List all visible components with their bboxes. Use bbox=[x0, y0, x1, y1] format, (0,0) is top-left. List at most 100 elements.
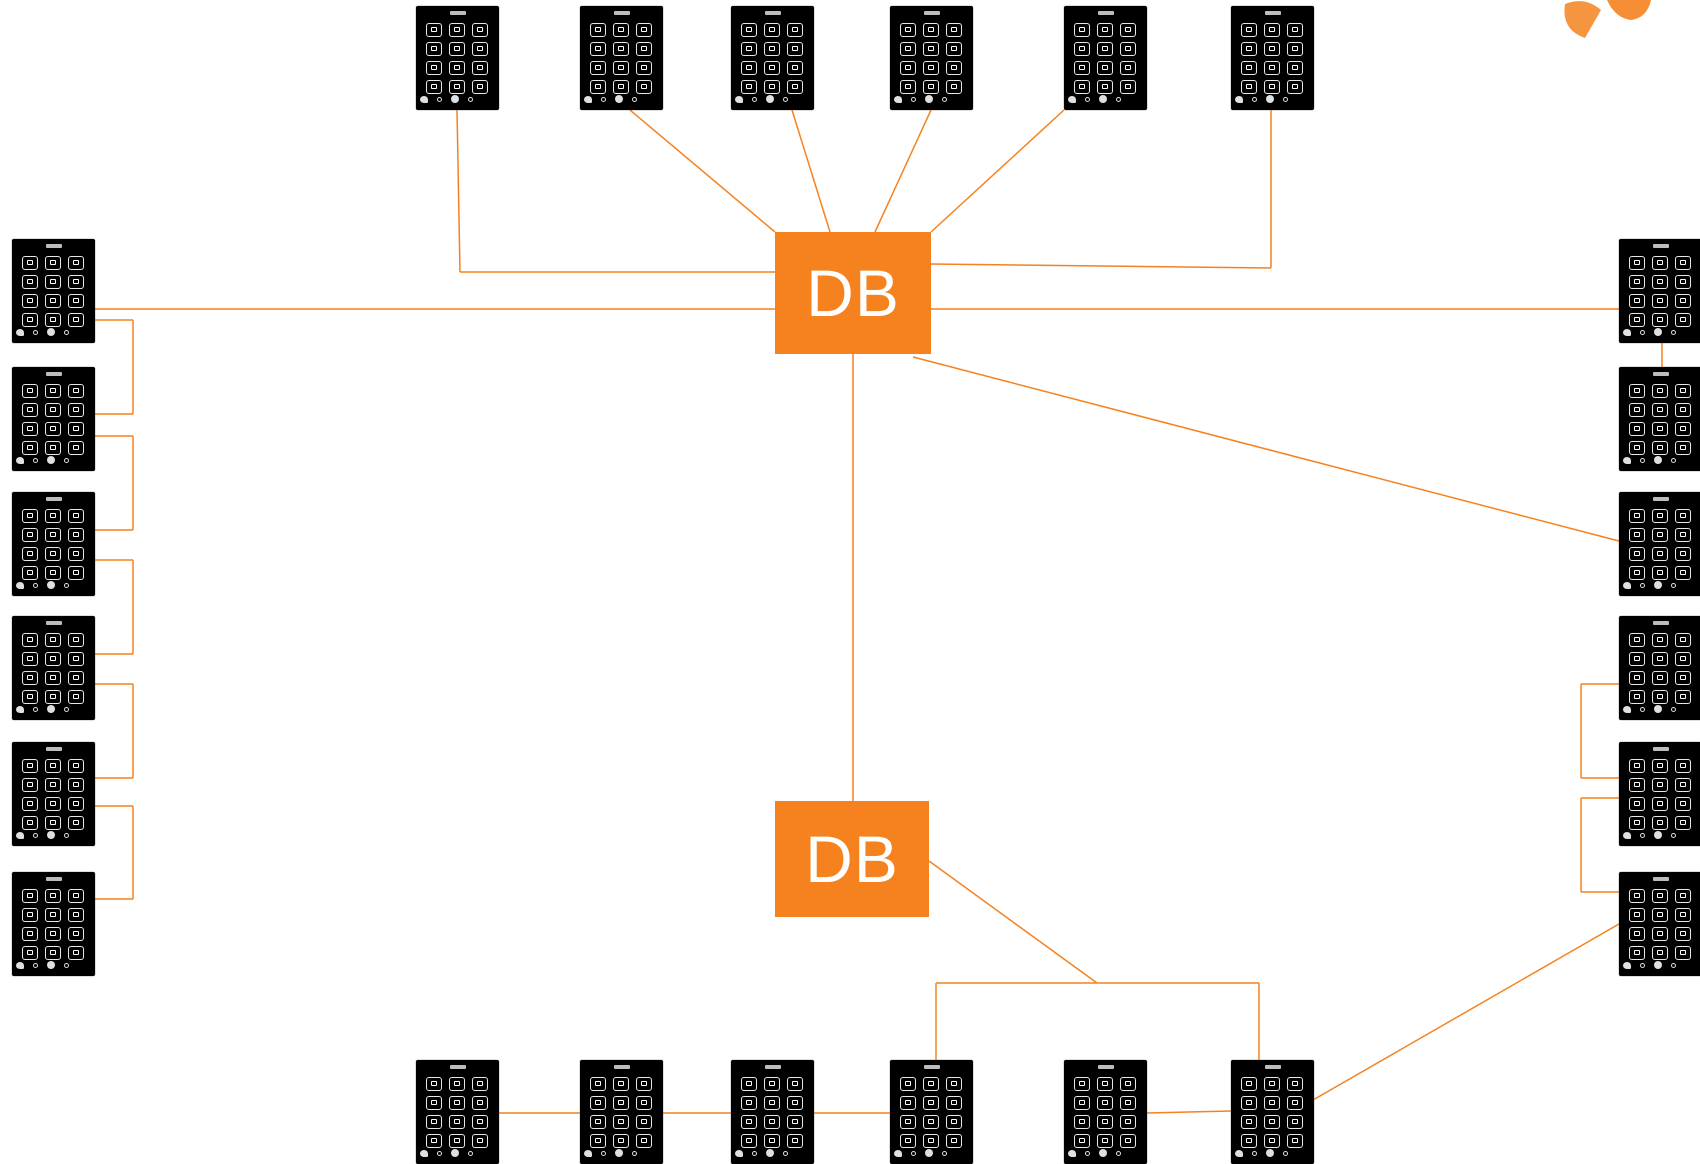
indicator-dot-icon bbox=[1671, 832, 1676, 838]
panel-key-icon bbox=[946, 1134, 962, 1148]
panel-key-icon bbox=[22, 652, 38, 666]
panel-key-icon bbox=[764, 1096, 780, 1110]
wire-36 bbox=[928, 860, 1098, 984]
panel-key-icon bbox=[426, 42, 442, 56]
panel-logo bbox=[46, 621, 62, 625]
db-main-label: DB bbox=[806, 256, 900, 330]
bottom-panel-6 bbox=[1231, 1060, 1314, 1164]
right-panel-4 bbox=[1619, 616, 1700, 720]
indicator-dot-icon bbox=[1654, 328, 1662, 336]
panel-key-icon bbox=[1652, 422, 1668, 436]
db-secondary-box: DB bbox=[775, 801, 929, 917]
panel-key-icon bbox=[1120, 1134, 1136, 1148]
panel-key-icon bbox=[1675, 313, 1691, 327]
panel-key-icon bbox=[426, 1077, 442, 1091]
panel-key-icon bbox=[636, 23, 652, 37]
fan-icon bbox=[1623, 831, 1631, 839]
indicator-dot-icon bbox=[33, 706, 38, 712]
fan-icon bbox=[1623, 328, 1631, 336]
panel-key-icon bbox=[22, 441, 38, 455]
panel-key-icon bbox=[472, 1077, 488, 1091]
panel-key-icon bbox=[45, 256, 61, 270]
indicator-dot-icon bbox=[1671, 582, 1676, 588]
bottom-panel-5 bbox=[1064, 1060, 1147, 1164]
panel-key-icon bbox=[68, 690, 84, 704]
panel-key-icon bbox=[590, 42, 606, 56]
left-panel-2 bbox=[12, 367, 95, 471]
panel-key-icon bbox=[923, 1077, 939, 1091]
indicator-dot-icon bbox=[47, 456, 55, 464]
panel-key-icon bbox=[68, 946, 84, 960]
panel-key-icon bbox=[1629, 313, 1645, 327]
panel-key-icon bbox=[741, 1115, 757, 1129]
panel-key-icon bbox=[22, 690, 38, 704]
fan-icon bbox=[1623, 456, 1631, 464]
panel-key-icon bbox=[900, 61, 916, 75]
panel-logo bbox=[46, 877, 62, 881]
panel-key-icon bbox=[1652, 441, 1668, 455]
panel-key-icon bbox=[22, 403, 38, 417]
panel-key-icon bbox=[472, 1115, 488, 1129]
panel-key-icon bbox=[1675, 384, 1691, 398]
wire-43 bbox=[1146, 1110, 1232, 1114]
panel-key-icon bbox=[741, 61, 757, 75]
panel-key-icon bbox=[68, 652, 84, 666]
panel-key-icon bbox=[472, 42, 488, 56]
panel-key-icon bbox=[1652, 671, 1668, 685]
panel-key-icon bbox=[449, 42, 465, 56]
panel-key-icon bbox=[900, 23, 916, 37]
panel-key-icon bbox=[1629, 566, 1645, 580]
panel-indicator-row bbox=[420, 1148, 495, 1158]
indicator-dot-icon bbox=[64, 582, 69, 588]
panel-logo bbox=[450, 1065, 466, 1069]
panel-key-icon bbox=[1675, 275, 1691, 289]
panel-key-icon bbox=[636, 1096, 652, 1110]
panel-key-icon bbox=[1652, 652, 1668, 666]
panel-key-icon bbox=[613, 80, 629, 94]
panel-key-icon bbox=[741, 80, 757, 94]
panel-key-icon bbox=[68, 384, 84, 398]
panel-key-icon bbox=[68, 256, 84, 270]
fan-icon bbox=[894, 1149, 902, 1157]
indicator-dot-icon bbox=[451, 95, 459, 103]
indicator-dot-icon bbox=[783, 96, 788, 102]
panel-key-icon bbox=[1629, 889, 1645, 903]
panel-key-icon bbox=[1629, 671, 1645, 685]
panel-indicator-row bbox=[16, 960, 91, 970]
panel-key-icon bbox=[946, 1115, 962, 1129]
db-main-box: DB bbox=[775, 232, 931, 354]
fan-icon bbox=[16, 961, 24, 969]
bottom-panel-2 bbox=[580, 1060, 663, 1164]
panel-key-icon bbox=[764, 1134, 780, 1148]
panel-key-icon bbox=[1652, 908, 1668, 922]
panel-key-icon bbox=[946, 1096, 962, 1110]
panel-key-icon bbox=[1287, 1077, 1303, 1091]
panel-key-icon bbox=[1652, 384, 1668, 398]
panel-key-icon bbox=[45, 547, 61, 561]
panel-key-icon bbox=[1629, 275, 1645, 289]
panel-key-icon bbox=[426, 1115, 442, 1129]
panel-key-icon bbox=[946, 42, 962, 56]
panel-key-icon bbox=[946, 80, 962, 94]
panel-logo bbox=[46, 497, 62, 501]
db-secondary-label: DB bbox=[805, 822, 899, 896]
panel-key-icon bbox=[1287, 1115, 1303, 1129]
fan-icon bbox=[1235, 1149, 1243, 1157]
indicator-dot-icon bbox=[1654, 705, 1662, 713]
panel-key-icon bbox=[1074, 23, 1090, 37]
panel-key-icon bbox=[613, 1077, 629, 1091]
panel-key-icon bbox=[45, 690, 61, 704]
panel-key-icon bbox=[1652, 946, 1668, 960]
indicator-dot-icon bbox=[1640, 329, 1645, 335]
panel-indicator-row bbox=[1623, 704, 1698, 714]
panel-key-icon bbox=[1675, 927, 1691, 941]
panel-logo bbox=[46, 747, 62, 751]
panel-key-icon bbox=[1074, 1096, 1090, 1110]
indicator-dot-icon bbox=[437, 1150, 442, 1156]
panel-logo bbox=[1653, 877, 1669, 881]
panel-key-icon bbox=[764, 42, 780, 56]
indicator-dot-icon bbox=[64, 832, 69, 838]
wire-27 bbox=[912, 356, 1620, 542]
panel-key-icon bbox=[1241, 23, 1257, 37]
top-panel-3 bbox=[731, 6, 814, 110]
